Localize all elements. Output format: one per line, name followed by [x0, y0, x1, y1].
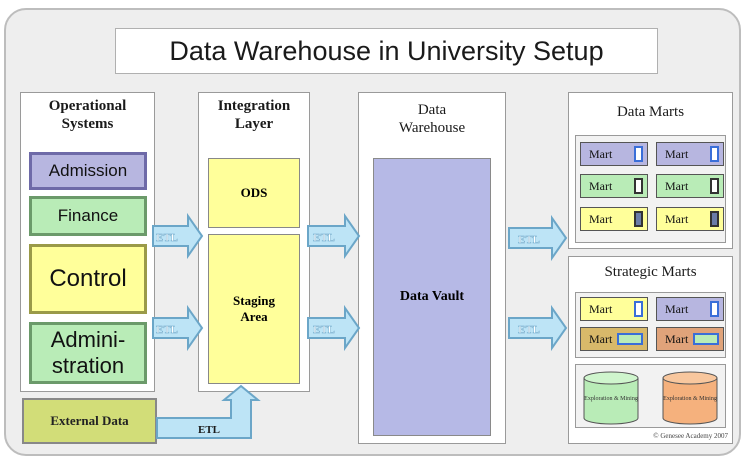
strategic-mart-4-label: Mart: [665, 331, 689, 346]
etl-arrow-op-to-ods: ETL: [152, 212, 204, 260]
mart-5-cube-icon: [634, 211, 643, 227]
mart-2: Mart: [656, 142, 724, 166]
exploration-label-2: Exploration & Mining: [663, 396, 717, 402]
copyright-text: © Genesee Academy 2007: [653, 432, 728, 440]
strategic-mart-3-label: Mart: [589, 331, 613, 346]
strategic-mart-4-cube-icon: [693, 333, 719, 345]
ods-box: ODS: [208, 158, 300, 228]
mart-6: Mart: [656, 207, 724, 231]
administration-box: Admini- stration: [29, 322, 147, 384]
data-vault-box: Data Vault: [373, 158, 491, 436]
data-marts-row-3: Mart Mart: [580, 207, 724, 231]
strategic-marts-label: Strategic Marts: [604, 264, 697, 280]
mart-2-label: Mart: [665, 146, 689, 161]
strategic-mart-1: Mart: [580, 297, 648, 321]
strategic-mart-4: Mart: [656, 327, 724, 351]
mart-2-cube-icon: [710, 146, 719, 162]
mart-1-label: Mart: [589, 146, 613, 161]
etl-label-3: ETL: [313, 232, 335, 244]
etl-label-4: ETL: [313, 324, 335, 336]
control-box: Control: [29, 244, 147, 314]
etl-label-5: ETL: [518, 234, 540, 246]
mart-4: Mart: [656, 174, 724, 198]
mart-6-cube-icon: [710, 211, 719, 227]
mart-5: Mart: [580, 207, 648, 231]
data-warehouse-label: Data Warehouse: [398, 102, 466, 136]
strategic-mart-2-label: Mart: [665, 301, 689, 316]
etl-label-6: ETL: [518, 324, 540, 336]
external-data-box: External Data: [22, 398, 157, 444]
data-marts-label: Data Marts: [616, 104, 685, 120]
mart-3: Mart: [580, 174, 648, 198]
mart-3-cube-icon: [634, 178, 643, 194]
exploration-label-1: Exploration & Mining: [584, 396, 638, 402]
integration-layer-label: Integration Layer: [217, 98, 291, 132]
strategic-mart-2-cube-icon: [710, 301, 719, 317]
etl-arrow-integration-to-dw-1: ETL: [307, 212, 361, 260]
mart-4-label: Mart: [665, 178, 689, 193]
data-marts-row-2: Mart Mart: [580, 174, 724, 198]
mart-4-cube-icon: [710, 178, 719, 194]
mart-5-label: Mart: [589, 211, 613, 226]
etl-arrow-dw-to-datamarts: ETL: [508, 214, 568, 262]
strategic-marts-row-2: Mart Mart: [580, 327, 724, 351]
strategic-marts-row-1: Mart Mart: [580, 297, 724, 321]
finance-box: Finance: [29, 196, 147, 236]
mart-6-label: Mart: [665, 211, 689, 226]
etl-label-1: ETL: [156, 232, 178, 244]
etl-arrow-op-to-staging: ETL: [152, 304, 204, 352]
strategic-mart-1-cube-icon: [634, 301, 643, 317]
admission-box: Admission: [29, 152, 147, 190]
strategic-mart-3-cube-icon: [617, 333, 643, 345]
operational-systems-label: Operational Systems: [48, 98, 127, 132]
strategic-mart-2: Mart: [656, 297, 724, 321]
strategic-mart-1-label: Mart: [589, 301, 613, 316]
etl-label-2: ETL: [156, 324, 178, 336]
diagram-title: Data Warehouse in University Setup: [115, 28, 658, 74]
etl-arrow-external-to-staging: ETL: [156, 384, 261, 439]
mart-1: Mart: [580, 142, 648, 166]
etl-label-7: ETL: [198, 424, 220, 436]
staging-area-box: Staging Area: [208, 234, 300, 384]
exploration-cylinder-green: Exploration & Mining: [583, 371, 639, 425]
etl-arrow-dw-to-strategic: ETL: [508, 304, 568, 352]
exploration-cylinder-orange: Exploration & Mining: [662, 371, 718, 425]
strategic-mart-3: Mart: [580, 327, 648, 351]
mart-3-label: Mart: [589, 178, 613, 193]
mart-1-cube-icon: [634, 146, 643, 162]
etl-arrow-integration-to-dw-2: ETL: [307, 304, 361, 352]
data-marts-row-1: Mart Mart: [580, 142, 724, 166]
